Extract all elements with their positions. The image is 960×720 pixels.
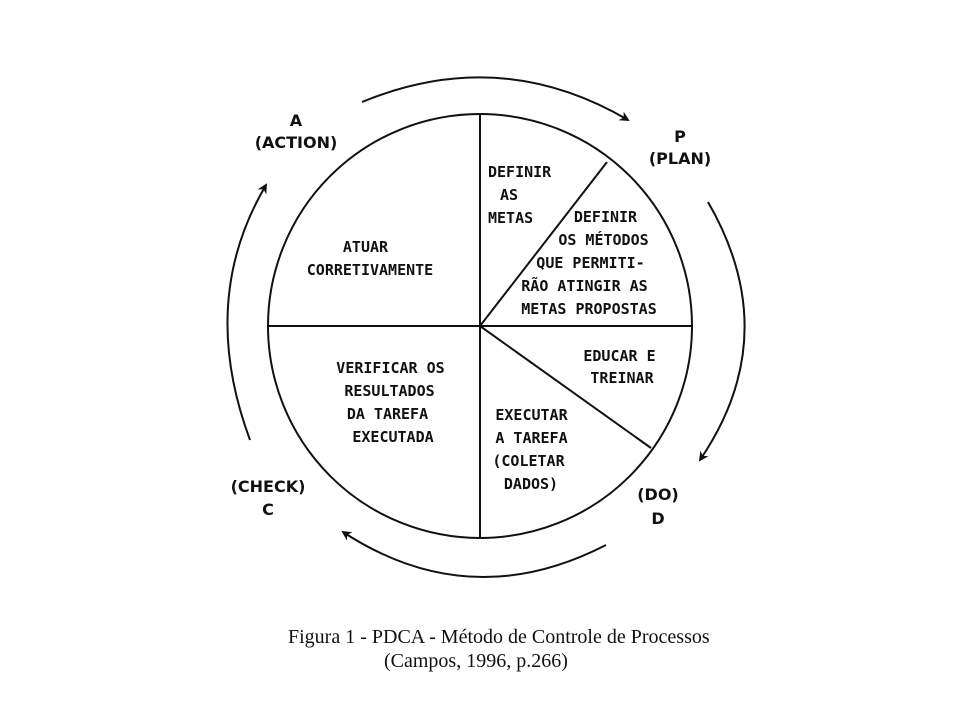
segment-do-execute-line: (COLETAR [492,452,565,470]
segment-plan-goals-line: AS [500,186,518,204]
divider-plan-diagonal [479,161,608,327]
phase-do-letter: D [651,509,664,528]
phase-check-name: (CHECK) [231,477,306,496]
segment-check-line: DA TAREFA [347,405,428,423]
phase-do-name: (DO) [637,485,679,504]
segment-plan-methods: DEFINIR OS MÉTODOS QUE PERMITI- RÃO ATIN… [521,208,657,318]
segment-plan-methods-line: QUE PERMITI- [536,254,644,272]
segment-do-execute: EXECUTAR A TAREFA (COLETAR DADOS) [492,406,576,493]
segment-action-line: CORRETIVAMENTE [307,261,433,279]
arrow-check-to-action [226,183,268,441]
segment-action-line: ATUAR [343,238,389,256]
segment-plan-methods-line: RÃO ATINGIR AS [521,276,647,295]
segment-plan-methods-line: OS MÉTODOS [558,230,648,249]
segment-do-execute-line: EXECUTAR [495,406,568,424]
figure-citation: (Campos, 1996, p.266) [384,650,568,672]
arrow-do-to-check [341,530,607,578]
phase-action-letter: A [290,111,303,130]
segment-plan-methods-line: DEFINIR [574,208,638,226]
figure-caption: Figura 1 - PDCA - Método de Controle de … [288,626,710,648]
segment-do-train: EDUCAR E TREINAR [583,347,664,387]
phase-plan-letter: P [674,127,686,146]
segment-check-line: VERIFICAR OS [336,359,444,377]
arrow-plan-to-do [698,201,746,462]
segment-plan-goals-line: METAS [488,209,533,227]
segment-check-line: EXECUTADA [352,428,433,446]
segment-do-train-line: TREINAR [590,369,654,387]
phase-action-name: (ACTION) [255,133,338,152]
segment-plan-goals: DEFINIR AS METAS [488,163,560,227]
segment-check-line: RESULTADOS [344,382,434,400]
segment-action: ATUAR CORRETIVAMENTE [307,238,433,279]
segment-plan-goals-line: DEFINIR [488,163,552,181]
segment-do-train-line: EDUCAR E [583,347,655,365]
segment-plan-methods-line: METAS PROPOSTAS [521,300,656,318]
phase-check-letter: C [262,500,274,519]
phase-plan-name: (PLAN) [649,149,711,168]
segment-check: VERIFICAR OS RESULTADOS DA TAREFA EXECUT… [336,359,453,446]
arrow-action-to-plan [361,76,630,122]
divider-do-diagonal [479,325,652,449]
segment-do-execute-line: DADOS) [504,475,558,493]
segment-do-execute-line: A TAREFA [495,429,567,447]
